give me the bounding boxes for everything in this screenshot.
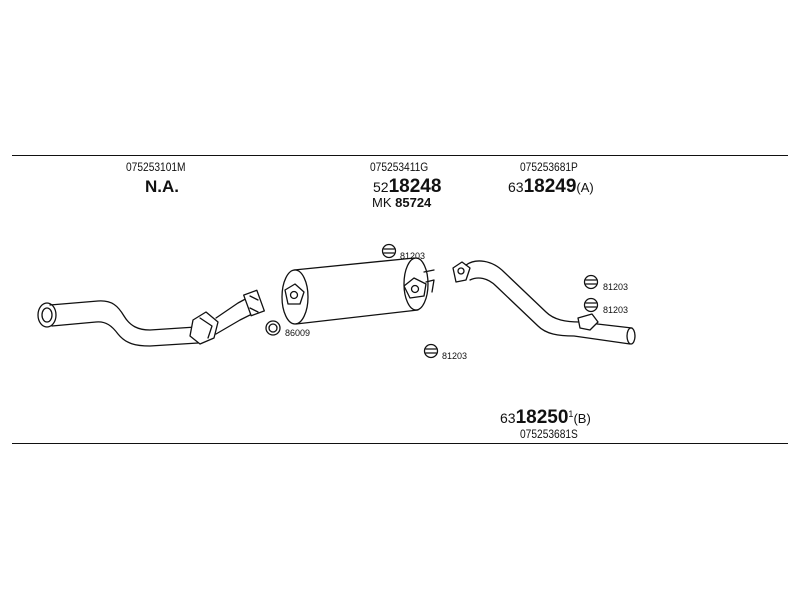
tailpipe-a-code: 6318249(A)	[508, 177, 594, 196]
rubber-hanger-icon	[423, 343, 439, 359]
tail-pipe	[452, 260, 636, 345]
rubber-hanger-icon	[583, 297, 599, 313]
muffler-code-main: 18248	[388, 176, 442, 197]
hanger-label: 81203	[603, 282, 628, 292]
muffler-mk: MK 85724	[372, 196, 431, 209]
rubber-hanger-icon	[583, 274, 599, 290]
muffler-mk-prefix: MK	[372, 195, 392, 210]
muffler-part-number: 075253411G	[370, 160, 429, 174]
rubber-hanger-icon	[381, 243, 397, 259]
gasket-label: 86009	[285, 328, 310, 338]
tailpipe-b-part-number: 075253681S	[520, 427, 578, 441]
front-pipe-part-number: 075253101M	[126, 160, 186, 174]
tailpipe-a-code-main: 18249	[523, 176, 577, 197]
hanger-label: 81203	[603, 305, 628, 315]
tailpipe-b-code-prefix: 63	[500, 410, 516, 426]
gasket-ring	[265, 320, 281, 336]
hanger-label: 81203	[442, 351, 467, 361]
tailpipe-b-code: 63182501(B)	[500, 408, 591, 427]
tailpipe-a-code-suffix: (A)	[576, 180, 594, 195]
hanger-label: 81203	[400, 251, 425, 261]
tailpipe-b-code-suffix: (B)	[573, 411, 591, 426]
front-pipe	[37, 289, 265, 347]
tailpipe-a-code-prefix: 63	[508, 179, 524, 195]
middle-muffler	[281, 257, 435, 325]
front-pipe-status: N.A.	[145, 177, 179, 196]
muffler-code: 5218248	[373, 177, 441, 196]
bottom-rule	[12, 443, 788, 444]
tailpipe-a-part-number: 075253681P	[520, 160, 578, 174]
tailpipe-b-code-main: 18250	[515, 407, 569, 428]
muffler-mk-number: 85724	[395, 195, 432, 210]
tailpipe-b-code-sup: 1	[568, 409, 574, 419]
top-rule	[12, 155, 788, 156]
muffler-code-prefix: 52	[373, 179, 389, 195]
